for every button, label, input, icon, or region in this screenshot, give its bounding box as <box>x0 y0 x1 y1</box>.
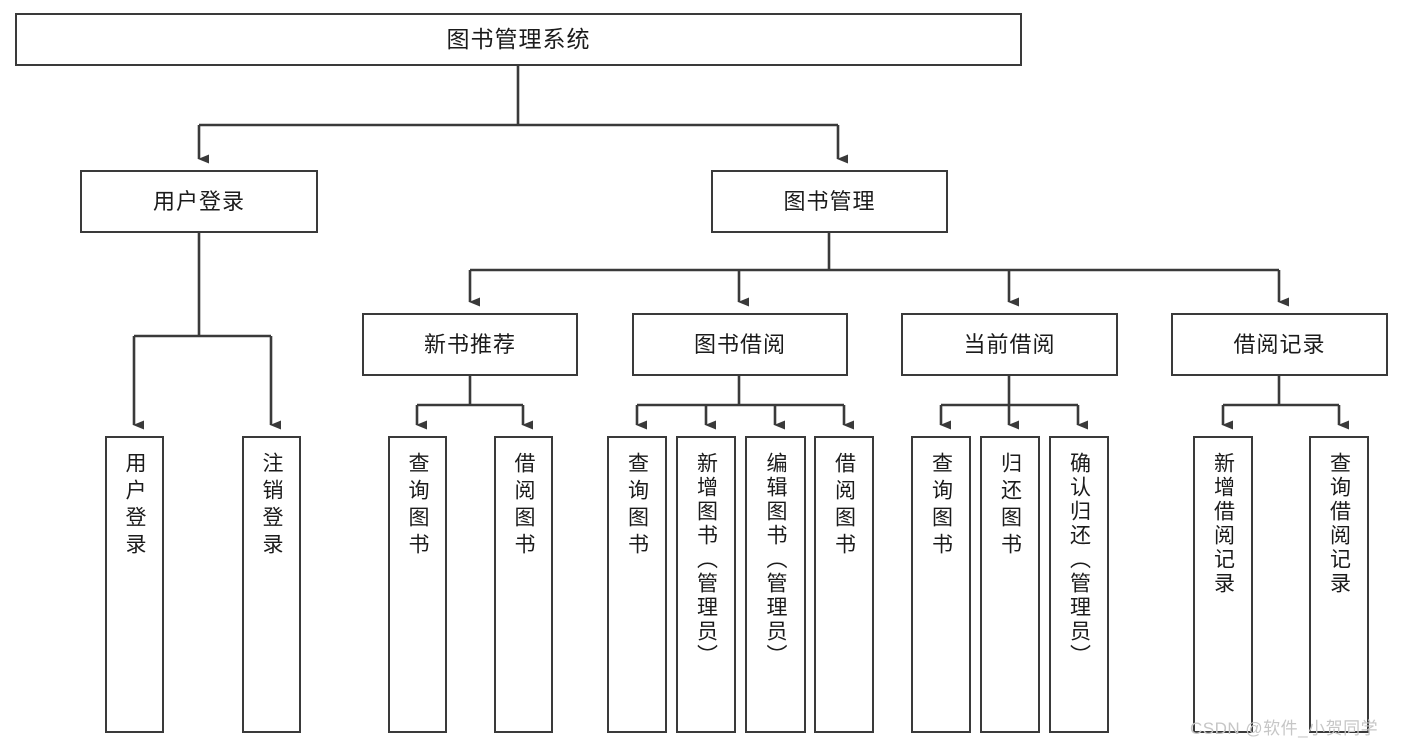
leaf-new-book-query[interactable]: 查询图书 <box>388 436 447 733</box>
leaf-user-login-logout[interactable]: 注销登录 <box>242 436 301 733</box>
node-label: 借阅记录 <box>1233 331 1326 357</box>
leaf-book-borrow-edit[interactable]: 编辑图书（管理员） <box>745 436 806 733</box>
node-new-book-recommend[interactable]: 新书推荐 <box>362 313 578 376</box>
node-user-login[interactable]: 用户登录 <box>80 170 318 233</box>
node-borrow-records[interactable]: 借阅记录 <box>1171 313 1388 376</box>
node-label: 借阅图书 <box>832 452 856 560</box>
node-label: 归还图书 <box>998 452 1022 560</box>
node-label: 注销登录 <box>260 452 283 560</box>
leaf-current-borrow-confirm-return[interactable]: 确认归还（管理员） <box>1049 436 1109 733</box>
csdn-watermark: CSDN @软件_小贺同学 <box>1190 719 1379 738</box>
node-label: 新增图书（管理员） <box>694 452 718 668</box>
leaf-new-book-borrow[interactable]: 借阅图书 <box>494 436 553 733</box>
node-label: 查询图书 <box>406 452 429 560</box>
node-label: 新增借阅记录 <box>1211 452 1235 596</box>
node-label: 图书借阅 <box>693 331 786 357</box>
node-label: 新书推荐 <box>423 331 516 357</box>
node-label: 用户登录 <box>123 452 146 560</box>
leaf-book-borrow-query[interactable]: 查询图书 <box>607 436 667 733</box>
leaf-current-borrow-return[interactable]: 归还图书 <box>980 436 1040 733</box>
leaf-user-login-login[interactable]: 用户登录 <box>105 436 164 733</box>
node-book-management[interactable]: 图书管理 <box>711 170 948 233</box>
node-label: 当前借阅 <box>963 331 1056 357</box>
node-label: 查询图书 <box>929 452 953 560</box>
node-label: 借阅图书 <box>512 452 535 560</box>
leaf-book-borrow-borrow[interactable]: 借阅图书 <box>814 436 874 733</box>
node-label: 图书管理系统 <box>446 26 591 52</box>
node-label: 查询借阅记录 <box>1327 452 1351 596</box>
leaf-book-borrow-add[interactable]: 新增图书（管理员） <box>676 436 736 733</box>
node-label: 确认归还（管理员） <box>1067 452 1091 668</box>
node-label: 图书管理 <box>783 188 876 214</box>
node-root-book-management-system[interactable]: 图书管理系统 <box>15 13 1022 66</box>
node-label: 查询图书 <box>625 452 649 560</box>
leaf-current-borrow-query[interactable]: 查询图书 <box>911 436 971 733</box>
node-label: 用户登录 <box>152 188 245 214</box>
leaf-borrow-record-add[interactable]: 新增借阅记录 <box>1193 436 1253 733</box>
node-label: 编辑图书（管理员） <box>764 452 787 668</box>
node-book-borrow[interactable]: 图书借阅 <box>632 313 848 376</box>
leaf-borrow-record-query[interactable]: 查询借阅记录 <box>1309 436 1369 733</box>
node-current-borrow[interactable]: 当前借阅 <box>901 313 1118 376</box>
